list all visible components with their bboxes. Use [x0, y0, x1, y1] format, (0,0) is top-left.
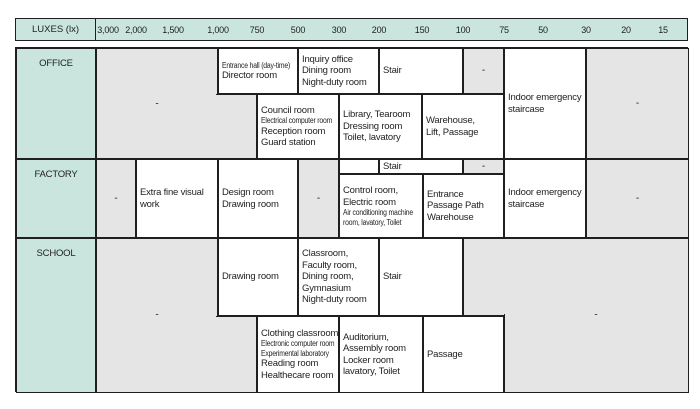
- cell-factory-na-mid: -: [298, 159, 339, 238]
- cell-school-auditorium: Auditorium, Assembly room Locker room la…: [339, 316, 423, 393]
- cell-office-inquiry-office: Inquiry office Dining room Night-duty ro…: [298, 48, 379, 94]
- tick-2000: 2,000: [125, 24, 147, 35]
- tick-1500: 1,500: [162, 24, 184, 35]
- cell-office-stair: Stair: [379, 48, 463, 94]
- header-strip: LUXES (lx) 3,000 2,000 1,500 1,000 750 5…: [15, 18, 688, 41]
- cell-office-library: Library, Tearoom Dressing room Toilet, l…: [339, 94, 422, 159]
- cell-factory-control-room: Control room, Electric room Air conditio…: [339, 174, 423, 238]
- tick-300: 300: [331, 24, 347, 35]
- table-body: OFFICE FACTORY SCHOOL - Entrance hall (d…: [15, 47, 689, 393]
- row-label-factory: FACTORY: [16, 159, 96, 238]
- cell-office-na-left-ext: [216, 94, 257, 159]
- tick-150: 150: [414, 24, 430, 35]
- cell-factory-entrance-path: Entrance Passage Path Warehouse: [423, 174, 504, 238]
- row-label-school: SCHOOL: [16, 238, 96, 393]
- cell-school-clothing: Clothing classroom, Electronic computer …: [257, 316, 339, 393]
- tick-500: 500: [290, 24, 306, 35]
- cell-factory-indoor-staircase: Indoor emergency staircase: [504, 159, 586, 238]
- luxes-label: LUXES (lx): [32, 24, 79, 35]
- cell-office-na-left-main: [96, 48, 218, 159]
- school-na-right-dash: -: [594, 309, 598, 321]
- cell-office-na-mid: -: [463, 48, 504, 94]
- cell-school-na-left-ext: [216, 316, 257, 393]
- cell-factory-extra-fine: Extra fine visual work: [136, 159, 218, 238]
- cell-school-na-right-lower: [504, 314, 689, 393]
- cell-office-na-right: -: [586, 48, 689, 159]
- row-label-office: OFFICE: [16, 48, 96, 159]
- cell-office-warehouse: Warehouse, Lift, Passage: [422, 94, 504, 159]
- school-na-left-dash: -: [155, 309, 159, 321]
- luxes-label-cell: LUXES (lx): [16, 19, 96, 40]
- cell-school-na-right-upper: [463, 238, 689, 316]
- cell-school-stair: Stair: [379, 238, 463, 316]
- office-na-left-dash: -: [155, 98, 159, 110]
- tick-50: 50: [538, 24, 548, 35]
- cell-school-classroom: Classroom, Faculty room, Dining room, Gy…: [298, 238, 379, 316]
- cell-factory-na-sub: -: [463, 159, 504, 174]
- tick-1000: 1,000: [207, 24, 229, 35]
- cell-school-na-left-main: [96, 238, 218, 393]
- cell-factory-stair: Stair: [379, 159, 463, 174]
- tick-3000: 3,000: [97, 24, 119, 35]
- tick-75: 75: [499, 24, 509, 35]
- cell-school-passage: Passage: [423, 316, 504, 393]
- cell-factory-na-right: -: [586, 159, 689, 238]
- cell-factory-design-room: Design room Drawing room: [218, 159, 298, 238]
- cell-office-council: Council room Electrical computer room Re…: [257, 94, 339, 159]
- cell-office-indoor-staircase: Indoor emergency staircase: [504, 48, 586, 159]
- tick-100: 100: [455, 24, 471, 35]
- cell-factory-blank: [339, 159, 379, 174]
- cell-office-entrance-hall: Entrance hall (day-time) Director room: [218, 48, 298, 94]
- cell-factory-na-left: -: [96, 159, 136, 238]
- tick-20: 20: [621, 24, 631, 35]
- tick-750: 750: [249, 24, 265, 35]
- tick-200: 200: [371, 24, 387, 35]
- tick-30: 30: [581, 24, 591, 35]
- cell-school-drawing-room: Drawing room: [218, 238, 298, 316]
- tick-15: 15: [658, 24, 668, 35]
